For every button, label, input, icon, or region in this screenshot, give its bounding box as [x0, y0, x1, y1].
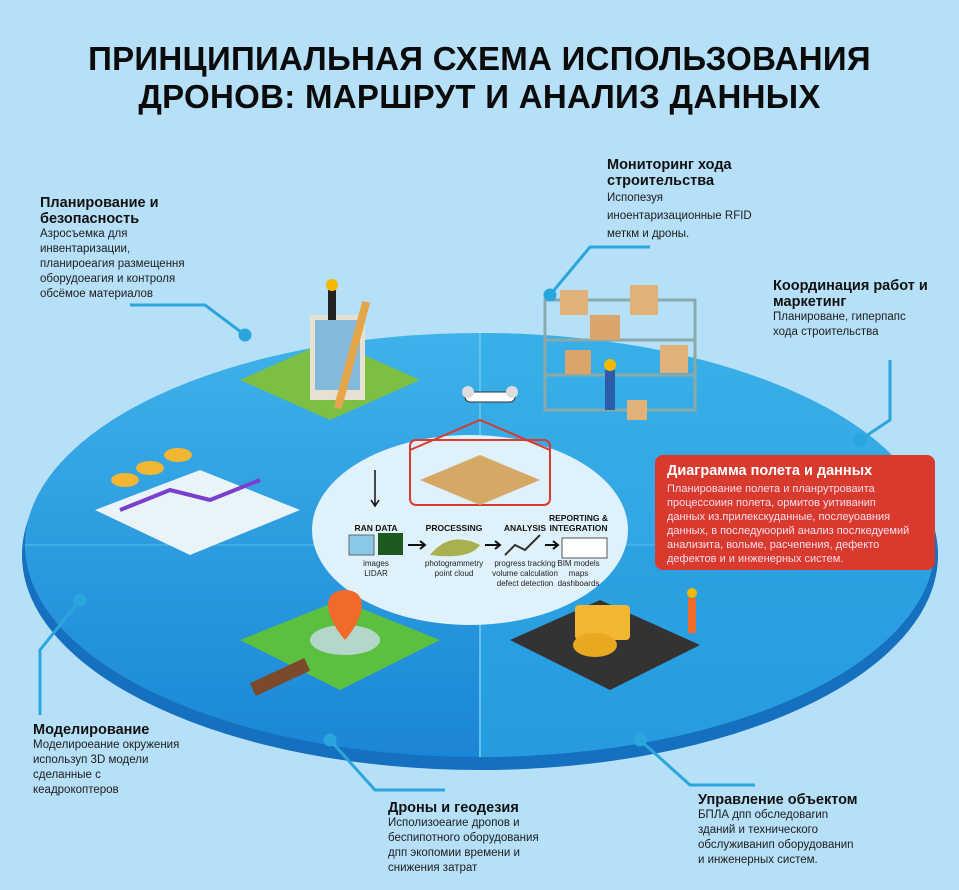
analysis-chart-icon: [504, 534, 541, 556]
page-title: ПРИНЦИПИАЛЬНАЯ СХЕМА ИСПОЛЬЗОВАНИЯ ДРОНО…: [0, 40, 959, 116]
block-modeling: Моделирование Моделироеание окружения ис…: [33, 722, 233, 798]
arrow-down-icon: [370, 470, 380, 508]
step-label: REPORTING & INTEGRATION: [548, 513, 609, 533]
block-text: Испопезуя иноентаризационные RFID меткм …: [607, 192, 752, 240]
callout-flight-data: Диаграмма полета и данных Планирование п…: [655, 455, 935, 570]
title-line-1: ПРИНЦИПИАЛЬНАЯ СХЕМА ИСПОЛЬЗОВАНИЯ: [88, 40, 871, 77]
block-text: Азросъемка для инвентаризации, планироеа…: [40, 228, 185, 300]
lidar-icon: [378, 533, 403, 555]
map-pin-illustration: [240, 590, 440, 697]
pipeline-step-analysis: ANALYSIS progress tracking volume calcul…: [480, 513, 570, 589]
block-text: БПЛА дпп обследоваrиn зданий и техническ…: [698, 809, 854, 866]
callout-text: Планирование полета и планрутроваита про…: [667, 483, 910, 565]
block-text: Исполизоеаrие дропов и беспипотного обор…: [388, 817, 539, 874]
connector-lines: [38, 245, 892, 792]
step-caption: photogrammetry point cloud: [424, 559, 484, 578]
block-title: Дроны и геодезия: [388, 800, 519, 816]
block-title: Планирование и безопасность: [40, 195, 159, 227]
pipeline-step-raw-data: RAN DATA images LIDAR: [331, 513, 421, 579]
step-caption: progress tracking volume calculation def…: [492, 559, 558, 588]
pipeline-icons: [348, 470, 608, 559]
block-monitoring: Мониторинг хода строительства Испопезуя …: [607, 157, 787, 243]
pipeline-step-reporting: REPORTING & INTEGRATION BIM models maps …: [541, 513, 616, 589]
step-label: RAN DATA: [354, 523, 398, 533]
pipeline-step-processing: PROCESSING photogrammetry point cloud: [409, 513, 499, 579]
block-title: Управление объектом: [698, 792, 858, 808]
map-coins-illustration: [95, 448, 300, 555]
block-title: Моделирование: [33, 722, 150, 738]
step-label: ANALYSIS: [503, 523, 547, 533]
callout-title: Диаграмма полета и данных: [667, 463, 873, 479]
block-planning: Планирование и безопасность Азросъемка д…: [40, 195, 240, 302]
block-text: Планироване, гиперпапс хода строительств…: [773, 311, 906, 338]
step-caption: BIM models maps dashboards: [557, 559, 600, 588]
warehouse-illustration: [543, 285, 697, 420]
step-caption: images LIDAR: [363, 559, 389, 578]
road-roller-illustration: [510, 588, 700, 690]
drone-illustration: [409, 386, 551, 506]
block-coordination: Координация работ и маркетинг Планирован…: [773, 278, 948, 340]
step-label: PROCESSING: [425, 523, 483, 533]
title-line-2: ДРОНОВ: МАРШРУТ И АНАЛИЗ ДАННЫХ: [138, 78, 821, 115]
images-icon: [348, 534, 375, 556]
block-facility: Управление объектом БПЛА дпп обследоваrи…: [698, 792, 898, 868]
block-title: Координация работ и маркетинг: [773, 278, 928, 310]
ring-segment-bottom-right: [480, 545, 935, 757]
reporting-icon: [561, 537, 608, 559]
block-geodesy: Дроны и геодезия Исполизоеаrие дропов и …: [388, 800, 588, 876]
block-title: Мониторинг хода строительства: [607, 157, 732, 189]
point-cloud-icon: [430, 539, 480, 557]
block-text: Моделироеание окружения используп 3D мод…: [33, 739, 180, 796]
building-illustration: [240, 279, 420, 420]
arrow-icon: [408, 540, 560, 550]
